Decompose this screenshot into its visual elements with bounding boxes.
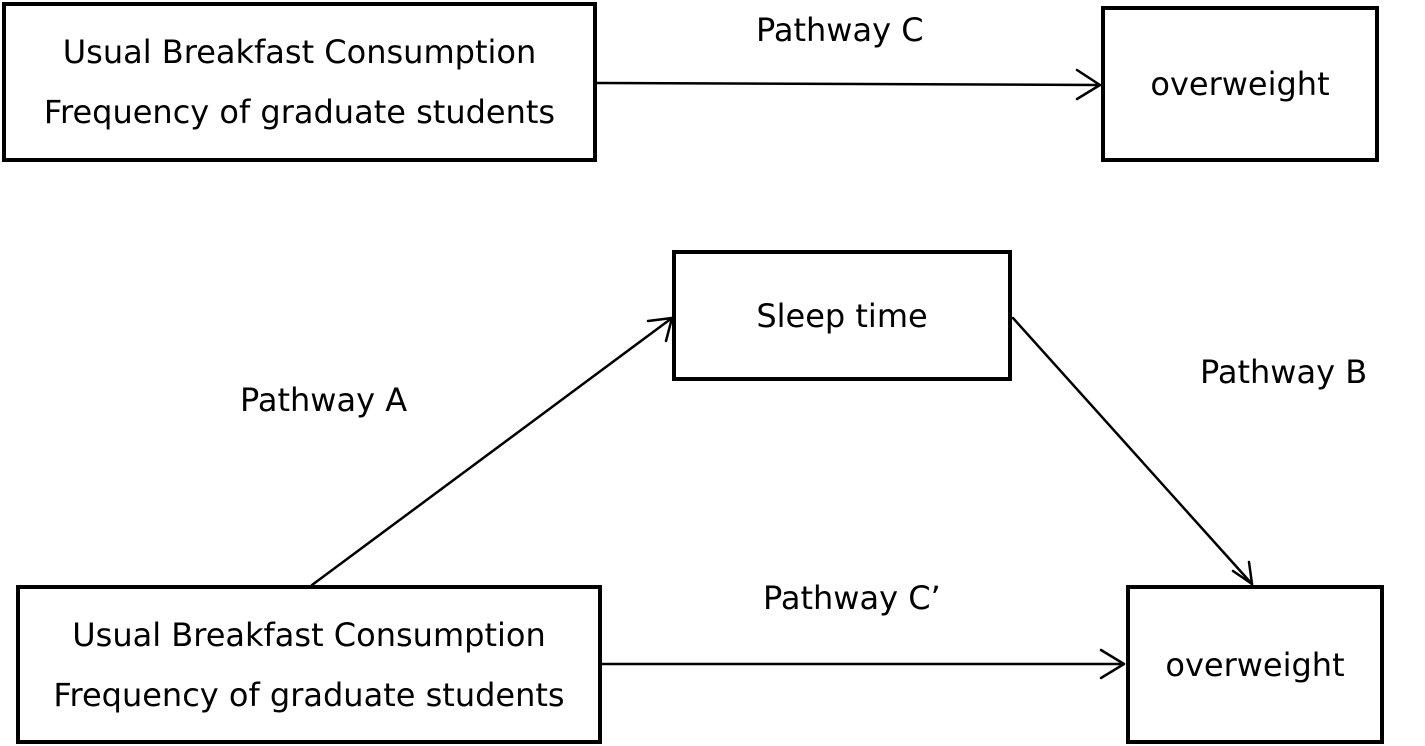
bottom-outcome-box: overweight xyxy=(1126,585,1384,744)
top-predictor-line2: Frequency of graduate students xyxy=(43,93,556,131)
arrow-pathway-c xyxy=(595,68,1102,101)
mediator-box: Sleep time xyxy=(672,250,1012,381)
top-predictor-line1: Usual Breakfast Consumption xyxy=(62,33,537,71)
bottom-predictor-line1: Usual Breakfast Consumption xyxy=(72,615,546,654)
pathway-b-label: Pathway B xyxy=(1200,353,1368,391)
pathway-a-label: Pathway A xyxy=(240,381,408,419)
top-outcome-label: overweight xyxy=(1150,65,1330,103)
pathway-c-label: Pathway C xyxy=(756,11,924,49)
bottom-outcome-label: overweight xyxy=(1165,645,1345,684)
top-outcome-box: overweight xyxy=(1101,6,1379,162)
bottom-predictor-box: Usual Breakfast Consumption Frequency of… xyxy=(16,585,602,744)
arrow-pathway-a xyxy=(310,316,674,587)
mediator-label: Sleep time xyxy=(756,296,928,335)
arrow-pathway-c-prime xyxy=(600,648,1126,680)
bottom-predictor-line2: Frequency of graduate students xyxy=(53,675,565,714)
top-predictor-box: Usual Breakfast Consumption Frequency of… xyxy=(2,2,597,162)
pathway-c-prime-label: Pathway C’ xyxy=(763,579,941,617)
